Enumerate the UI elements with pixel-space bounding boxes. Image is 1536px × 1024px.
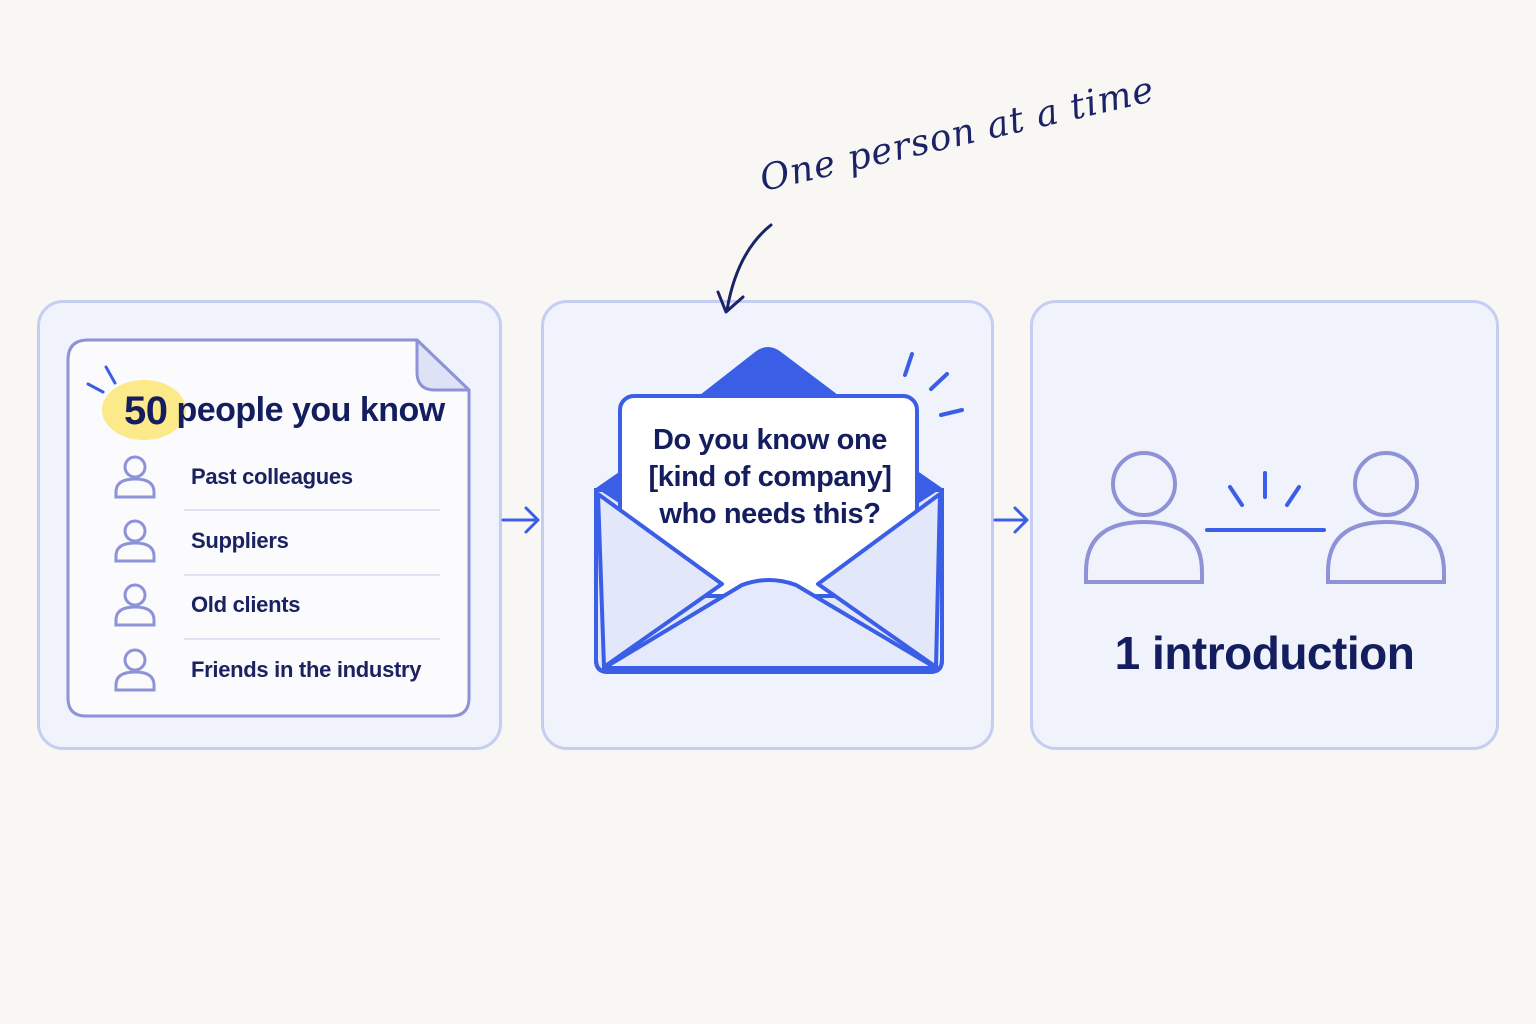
letter-line: Do you know one [652,424,888,456]
letter-line: who needs this? [659,498,881,530]
list-person-icons [114,455,156,692]
contacts-title-rest: people you know [176,391,445,429]
count-highlight [102,380,186,440]
sparkle-icon [86,365,117,394]
result-label: 1 introduction [1114,627,1415,679]
list-item-label: Suppliers [191,528,289,553]
envelope-icon [594,347,944,674]
person-icon [114,583,156,627]
letter-line: [kind of company] [648,461,892,493]
person-icon [1326,451,1446,584]
connection-icon [1084,451,1446,584]
contacts-title: 50 people you know [124,386,445,433]
sparkle-icon [1228,471,1301,507]
person-icon [1084,451,1204,584]
person-icon [114,519,156,563]
list-item-label: Friends in the industry [191,657,422,682]
curved-arrow-icon [716,223,773,314]
person-icon [114,648,156,692]
list-item-label: Past colleagues [191,464,353,489]
arrow-right-icon [501,506,540,534]
contacts-count: 50 [124,389,168,433]
list-dividers [184,509,440,640]
step-panel-result [1030,300,1499,750]
letter-message: Do you know one [kind of company] who ne… [622,422,918,533]
list-item-label: Old clients [191,592,301,617]
person-icon [114,455,156,499]
sparkle-icon [903,352,964,417]
arrow-right-icon [993,506,1029,534]
